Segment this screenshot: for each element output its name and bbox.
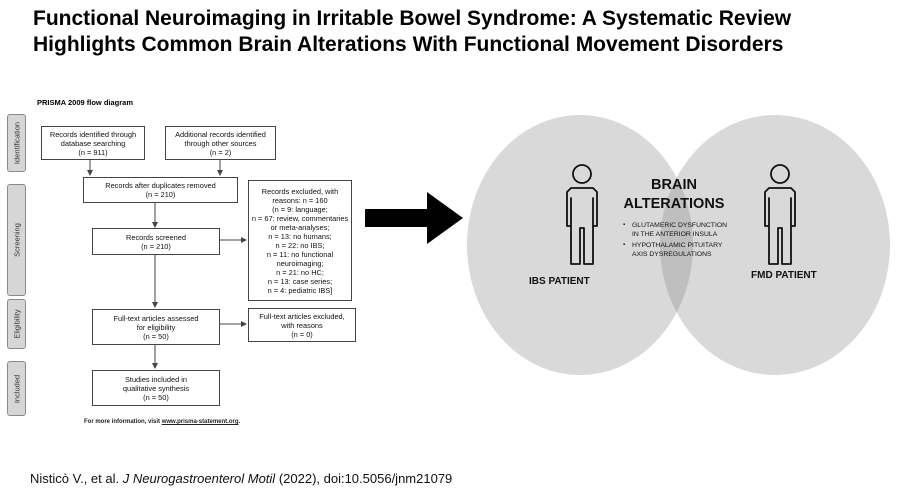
page-title: Functional Neuroimaging in Irritable Bow…: [33, 7, 792, 56]
box-line: Records identified through: [49, 129, 137, 139]
box-line: for eligibility: [136, 322, 176, 332]
fmd-patient-label: FMD PATIENT: [751, 270, 817, 281]
box-line: qualitative synthesis: [122, 383, 190, 393]
box-line: (n = 2): [209, 147, 232, 157]
bullet-line: GLUTAMERIC DYSFUNCTION: [632, 222, 728, 229]
citation-doi: (2022), doi:10.5056/jnm21079: [275, 471, 453, 486]
box-line: (n = 50): [143, 392, 169, 402]
prisma-connector-lines: [87, 160, 247, 369]
prisma-flow-diagram: PRISMA 2009 flow diagram Identification …: [0, 92, 360, 437]
box-line: (n = 210): [145, 190, 176, 199]
box-line: or meta-analyses;: [270, 222, 330, 232]
box-line: n = 13: no humans;: [268, 231, 332, 241]
footnote-text: For more information, visit: [84, 419, 162, 425]
venn-diagram: [467, 115, 890, 375]
list-item: GLUTAMERIC DYSFUNCTION IN THE ANTERIOR I…: [623, 221, 753, 239]
stage-label: Eligibility: [12, 309, 21, 339]
box-line: Additional records identified: [175, 129, 266, 139]
stage-label: Identification: [12, 121, 21, 165]
box-fulltext-excluded: Full-text articles excluded, with reason…: [248, 308, 356, 342]
brain-alterations-title: BRAIN ALTERATIONS: [612, 176, 736, 214]
box-studies-included: Studies included in qualitative synthesi…: [92, 370, 220, 406]
box-line: Records after duplicates removed: [105, 181, 216, 190]
box-line: (n = 0): [291, 329, 313, 339]
box-line: Records screened: [126, 232, 186, 242]
brain-title-line: ALTERATIONS: [623, 196, 725, 212]
box-line: (n = 9: language;: [272, 204, 328, 214]
box-fulltext-assessed: Full-text articles assessed for eligibil…: [92, 309, 220, 345]
person-icon-ibs: [566, 164, 598, 265]
venn-circle-fmd: [660, 115, 890, 375]
box-line: database searching: [60, 138, 126, 148]
footnote-link[interactable]: www.prisma-statement.org: [161, 419, 239, 425]
brain-title-line: BRAIN: [651, 177, 697, 193]
citation-journal: J Neurogastroenterol Motil: [122, 471, 276, 486]
box-line: neuroimaging;: [276, 258, 324, 268]
citation-authors: Nisticò V., et al.: [30, 471, 123, 486]
stage-label: Included: [12, 374, 21, 403]
box-line: n = 21: no HC;: [276, 267, 324, 277]
box-line: Studies included in: [124, 374, 188, 384]
box-line: (n = 50): [143, 331, 169, 341]
ibs-patient-label: IBS PATIENT: [529, 276, 590, 287]
box-line: (n = 911): [78, 147, 108, 157]
box-line: Full-text articles excluded,: [259, 311, 345, 321]
stage-identification: Identification: [7, 114, 26, 172]
box-line: n = 4: pediatric IBS]: [267, 285, 333, 295]
bullet-line: HYPOTHALAMIC PITUITARY: [632, 242, 723, 249]
box-records-excluded: Records excluded, with reasons: n = 160 …: [248, 180, 352, 301]
brain-alterations-list: GLUTAMERIC DYSFUNCTION IN THE ANTERIOR I…: [623, 221, 753, 261]
stage-included: Included: [7, 361, 26, 416]
box-records-screened: Records screened (n = 210): [92, 228, 220, 255]
box-line: n = 22: no IBS;: [275, 240, 325, 250]
box-line: (n = 210): [141, 241, 171, 251]
stage-label: Screening: [12, 223, 21, 257]
stage-eligibility: Eligibility: [7, 299, 26, 349]
bullet-line: AXIS DYSREGULATIONS: [632, 251, 712, 258]
prisma-footnote: For more information, visit www.prisma-s…: [84, 419, 240, 425]
prisma-title: PRISMA 2009 flow diagram: [37, 98, 133, 107]
bullet-line: IN THE ANTERIOR INSULA: [632, 231, 718, 238]
list-item: HYPOTHALAMIC PITUITARY AXIS DYSREGULATIO…: [623, 241, 753, 259]
box-line: through other sources: [184, 138, 257, 148]
box-database-records: Records identified through database sear…: [41, 126, 145, 160]
footnote-suffix: .: [238, 419, 241, 425]
stage-screening: Screening: [7, 184, 26, 296]
box-line: with reasons: [281, 320, 323, 330]
box-line: n = 11: no functional: [266, 249, 334, 259]
box-line: Records excluded, with: [261, 186, 339, 196]
citation: Nisticò V., et al. J Neurogastroenterol …: [30, 471, 452, 486]
right-arrow-icon: [365, 192, 463, 244]
box-line: Full-text articles assessed: [113, 313, 199, 323]
box-other-records: Additional records identified through ot…: [165, 126, 276, 160]
box-after-duplicates: Records after duplicates removed (n = 21…: [83, 177, 238, 203]
box-line: reasons: n = 160: [272, 195, 328, 205]
person-icon-fmd: [764, 164, 796, 265]
box-line: n = 67: review, commentaries: [251, 213, 349, 223]
box-line: n = 13: case series;: [267, 276, 333, 286]
